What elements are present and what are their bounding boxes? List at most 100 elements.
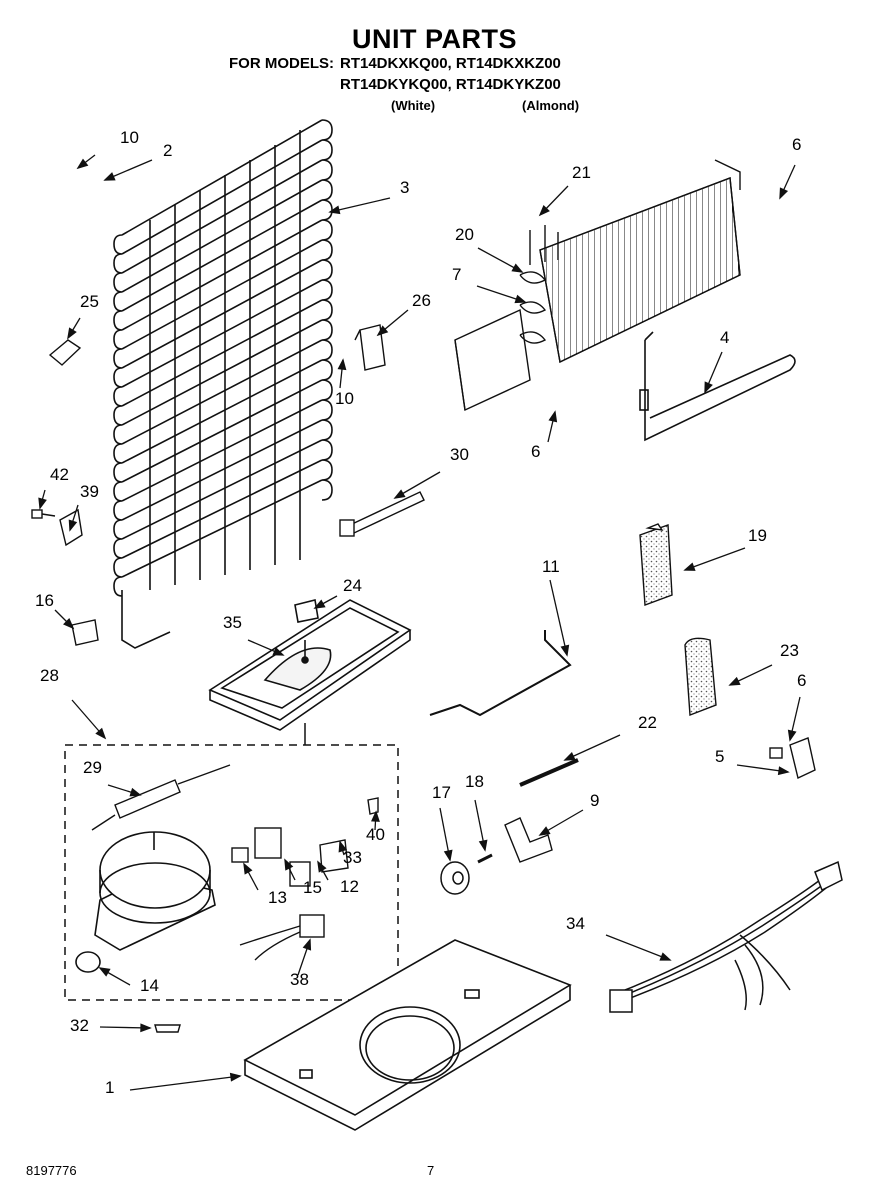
leader-arrow <box>95 727 107 740</box>
leader-arrow <box>659 952 672 961</box>
leader-arrow <box>538 826 551 836</box>
callout-6: 6 <box>797 671 806 690</box>
callout-1: 1 <box>105 1078 114 1097</box>
leader-arrow <box>76 158 89 170</box>
callout-16: 16 <box>35 591 54 610</box>
cable-30 <box>339 491 425 537</box>
drain-tube-11 <box>429 630 572 717</box>
leader-arrow <box>63 618 75 630</box>
leader-arrow <box>514 294 527 304</box>
leader-arrow <box>548 410 558 423</box>
models-prefix: FOR MODELS: <box>229 55 334 72</box>
leader-arrow <box>393 489 406 499</box>
callout-4: 4 <box>720 328 729 347</box>
leader-arrow <box>371 810 380 822</box>
drain-pan-35 <box>208 599 412 731</box>
leader-arrow <box>284 858 294 871</box>
callout-35: 35 <box>223 613 242 632</box>
leader-arrow <box>683 562 696 571</box>
leader-line <box>329 197 391 213</box>
callout-12: 12 <box>340 877 359 896</box>
clip-32 <box>154 1024 181 1033</box>
callout-32: 32 <box>70 1016 89 1035</box>
callout-39: 39 <box>80 482 99 501</box>
document-number: 8197776 <box>26 1163 77 1178</box>
callout-28: 28 <box>40 666 59 685</box>
callout-7: 7 <box>452 265 461 284</box>
leader-arrow <box>38 497 47 510</box>
filter-drier-29 <box>91 764 231 831</box>
callout-29: 29 <box>83 758 102 777</box>
leader-line <box>564 734 621 761</box>
gasket-23 <box>684 637 717 716</box>
callout-18: 18 <box>465 772 484 791</box>
callout-34: 34 <box>566 914 585 933</box>
callout-42: 42 <box>50 465 69 484</box>
bracket-9 <box>504 817 553 863</box>
leader-arrow <box>337 358 347 371</box>
bracket-5 <box>769 737 816 779</box>
callout-20: 20 <box>455 225 474 244</box>
callout-17: 17 <box>432 783 451 802</box>
bracket-26 <box>354 324 386 371</box>
evaporator <box>454 159 741 412</box>
callout-22: 22 <box>638 713 657 732</box>
leader-arrow <box>563 751 576 761</box>
tube-22 <box>519 758 579 787</box>
callout-9: 9 <box>590 791 599 810</box>
leader-arrow <box>313 599 326 609</box>
clip-25 <box>48 339 82 366</box>
leader-arrow <box>538 204 550 217</box>
defrost-heater <box>639 331 796 442</box>
color-almond: (Almond) <box>522 98 580 113</box>
callout-40: 40 <box>366 825 385 844</box>
leader-arrow <box>777 766 790 776</box>
leader-arrow <box>272 647 285 656</box>
callout-33: 33 <box>343 848 362 867</box>
leader-arrow <box>560 644 570 657</box>
leader-arrow <box>140 1023 152 1033</box>
wiring-harness-34 <box>609 860 843 1013</box>
callout-2: 2 <box>163 141 172 160</box>
base-plate-1 <box>243 939 572 1131</box>
leader-arrow <box>68 519 78 532</box>
leader-arrow <box>376 325 389 337</box>
callout-21: 21 <box>572 163 591 182</box>
callout-15: 15 <box>303 878 322 897</box>
leader-arrow <box>98 967 111 977</box>
callout-19: 19 <box>748 526 767 545</box>
gasket-19 <box>639 523 673 606</box>
leader-arrow <box>129 787 142 797</box>
leader-arrow <box>704 381 713 394</box>
callout-3: 3 <box>400 178 409 197</box>
leader-line <box>129 1075 241 1091</box>
callout-5: 5 <box>715 747 724 766</box>
relay-parts <box>231 797 379 887</box>
models-line-1: RT14DKXKQ00, RT14DKXKZ00 <box>340 55 561 72</box>
leader-arrow <box>779 187 789 200</box>
models-line-2: RT14DKYKQ00, RT14DKYKZ00 <box>340 76 561 93</box>
callout-11: 11 <box>542 557 560 576</box>
callout-13: 13 <box>268 888 287 907</box>
callout-30: 30 <box>450 445 469 464</box>
callout-25: 25 <box>80 292 99 311</box>
page-number: 7 <box>427 1163 435 1178</box>
leader-arrow <box>229 1072 242 1082</box>
callout-14: 14 <box>140 976 159 995</box>
grommet-17 <box>440 853 493 895</box>
leader-arrow <box>787 729 797 742</box>
callout-38: 38 <box>290 970 309 989</box>
leader-arrow <box>338 840 348 853</box>
clip-16 <box>71 619 99 646</box>
compressor <box>75 831 216 973</box>
leader-arrow <box>317 860 327 873</box>
page-title: UNIT PARTS <box>352 24 517 54</box>
callout-6: 6 <box>531 442 540 461</box>
callout-24: 24 <box>343 576 362 595</box>
callout-10: 10 <box>335 389 354 408</box>
leader-arrow <box>443 849 453 862</box>
leader-arrow <box>103 172 116 181</box>
leader-line <box>549 579 568 656</box>
